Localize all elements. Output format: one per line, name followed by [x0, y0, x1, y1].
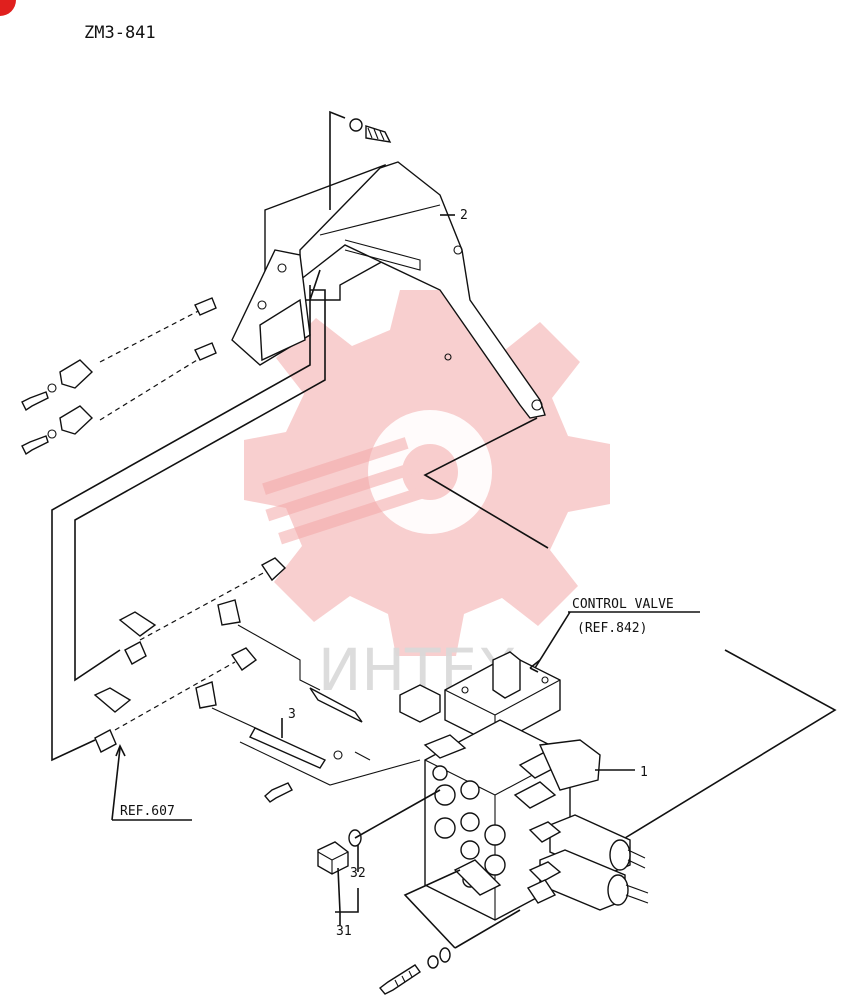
bottom-bolt — [378, 869, 521, 995]
top-bolt — [349, 118, 392, 143]
drawing-code: ZM3-841 — [84, 23, 156, 43]
callout-control-valve-ref: (REF.842) — [577, 621, 647, 636]
corner-mark — [0, 0, 16, 16]
lower-pins — [93, 557, 421, 803]
bracket-pins — [21, 297, 217, 456]
callout-part-32: 32 — [350, 866, 366, 881]
leaders — [111, 611, 837, 839]
hose-loop — [51, 269, 326, 762]
watermark-logo: ИНТЕХ — [244, 290, 610, 704]
callout-part-3: 3 — [288, 707, 296, 722]
callout-control-valve: CONTROL VALVE — [572, 597, 674, 612]
callout-part-1: 1 — [640, 765, 648, 780]
control-valve — [399, 651, 649, 921]
callout-part-31: 31 — [336, 924, 352, 939]
callout-ref-frame: REF.607 — [120, 804, 175, 819]
plug-and-seal — [317, 789, 441, 925]
callout-part-2: 2 — [460, 208, 468, 223]
bracket-assembly — [231, 110, 549, 549]
